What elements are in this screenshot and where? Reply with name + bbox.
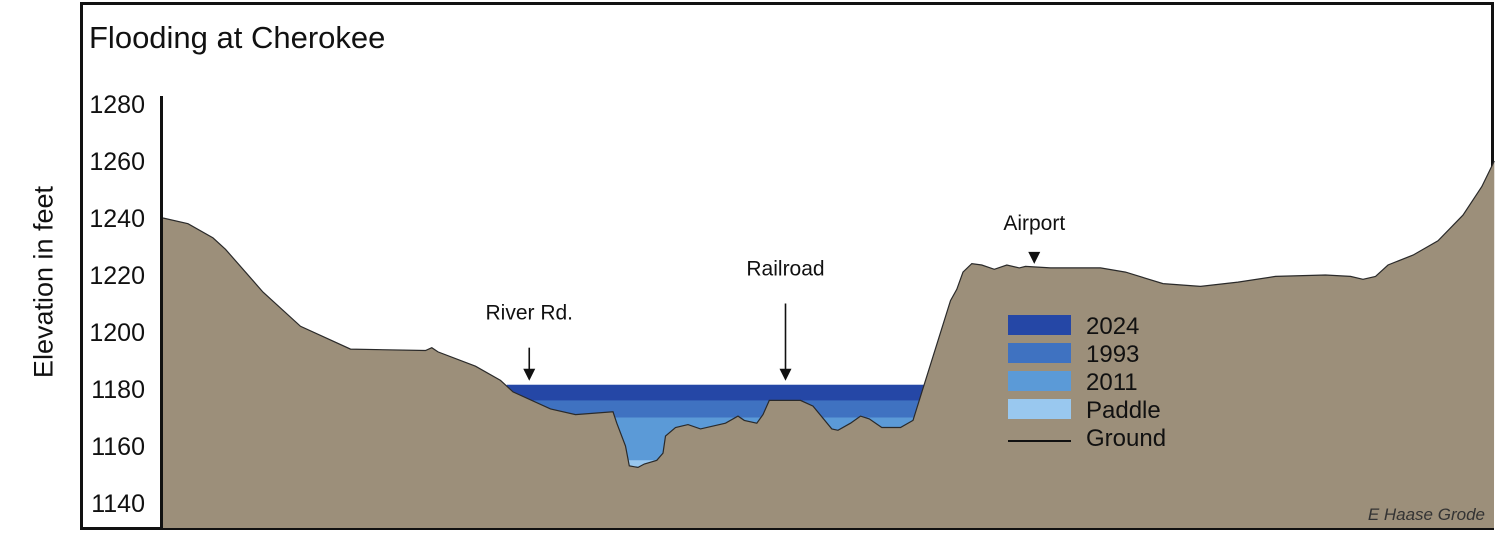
y-tick-label: 1140 (91, 490, 145, 518)
legend-label: 1993 (1086, 341, 1139, 368)
legend-swatch (1008, 315, 1071, 335)
legend-swatch (1008, 399, 1071, 419)
y-tick-label: 1240 (89, 205, 145, 233)
y-tick-label: 1280 (89, 91, 145, 119)
y-tick-label: 1260 (89, 148, 145, 176)
y-tick-label: 1200 (89, 319, 145, 347)
annotation-label: Railroad (746, 258, 824, 281)
legend-label: 2011 (1086, 369, 1138, 396)
annotation-arrow-head (523, 368, 536, 381)
artist-signature: E Haase Grode (1368, 505, 1485, 524)
ground-area (163, 161, 1495, 528)
legend-label: Ground (1086, 425, 1166, 452)
chart-title: Flooding at Cherokee (89, 20, 386, 55)
y-axis-ticks: 1280 1260 1240 1220 1200 1180 1160 1140 (89, 91, 145, 518)
legend-swatch (1008, 343, 1071, 363)
annotation-arrow-head (779, 368, 792, 381)
legend-label: 2024 (1086, 313, 1139, 340)
annotation-arrow-head (1028, 251, 1041, 264)
ground-line (162, 160, 1495, 469)
y-tick-label: 1180 (91, 376, 145, 404)
legend-label: Paddle (1086, 397, 1161, 424)
annotation-label: River Rd. (485, 302, 573, 325)
annotation-label: Airport (1003, 212, 1065, 235)
y-tick-label: 1220 (89, 262, 145, 290)
annotations: River Rd. Railroad Airport (485, 212, 1065, 381)
legend-swatch (1008, 371, 1071, 391)
y-tick-label: 1160 (91, 433, 145, 461)
